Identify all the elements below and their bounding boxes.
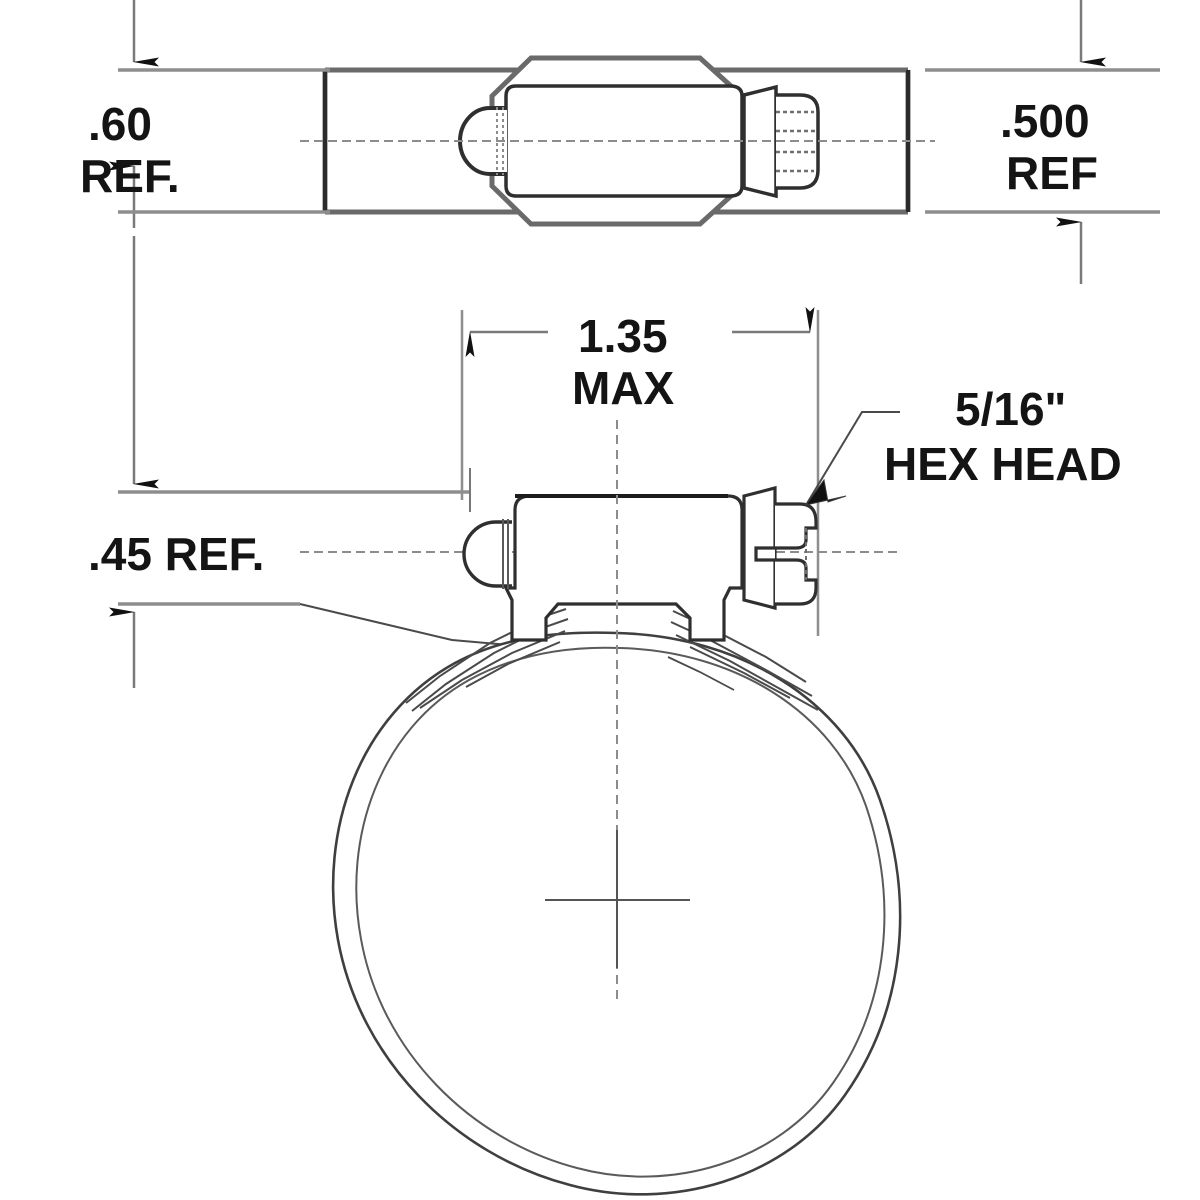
- dim-60-value: .60: [88, 98, 152, 150]
- dim-45-ref-label: .45 REF.: [88, 528, 264, 580]
- dim-500-ref-group: [925, 0, 1160, 284]
- dim-135-max-group: [460, 307, 820, 636]
- dim-500-note: REF: [1006, 147, 1098, 199]
- hex-head-leader: [804, 411, 900, 506]
- callout-hex-head: HEX HEAD: [884, 438, 1122, 490]
- dim-135-value: 1.35: [578, 310, 668, 362]
- dim-60-ref-group: [109, 0, 330, 228]
- dim-135-note: MAX: [572, 362, 675, 414]
- screw-housing-front: [503, 494, 744, 642]
- screw-tip-nose-front: [462, 519, 512, 589]
- dim-60-note: REF.: [80, 150, 180, 202]
- dim-500-value: .500: [1000, 95, 1090, 147]
- dim-45-ref-group: [109, 236, 900, 688]
- circle-center-mark: [545, 830, 690, 968]
- front-view-group: [331, 411, 902, 1196]
- hex-nut-top: [742, 84, 820, 199]
- callout-hex-size: 5/16": [955, 383, 1066, 435]
- top-view-group: [300, 55, 935, 227]
- hex-head-front: [742, 485, 818, 611]
